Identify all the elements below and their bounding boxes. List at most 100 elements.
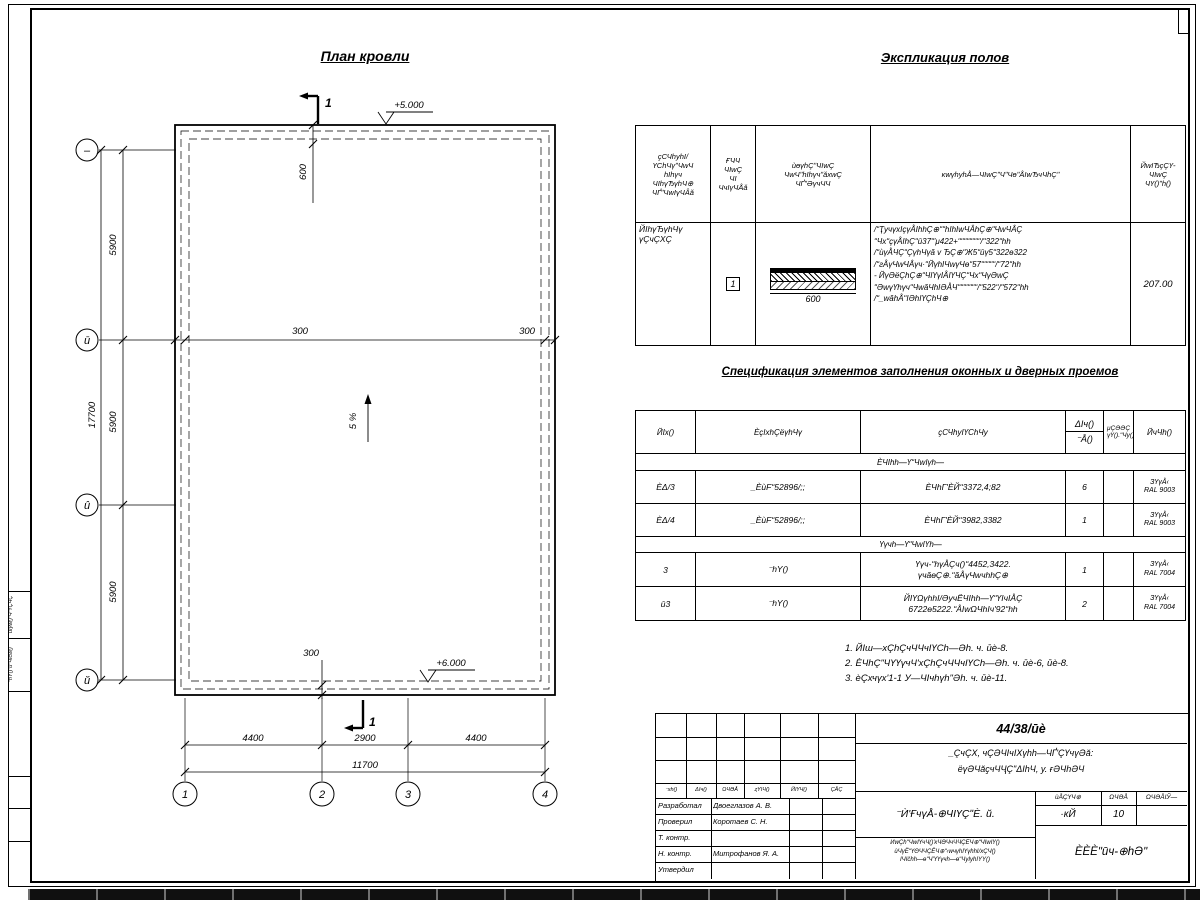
floors-header-area: ЙԝІЂçÇҮ- ЧІԝÇ ЧҮ()ʺһ() [1130, 125, 1186, 223]
spec-mass [1103, 503, 1134, 537]
stage-note: ЙԝÇһʺЧԝІҮчЧ()'кЧӘЧчЧЧÇЁЧ⊕ʺЧІԝІҮ() ѝЧүЁʺҮ… [890, 840, 1000, 863]
spec-pos: ÈΔ/4 [635, 503, 696, 537]
spec-qty: 1 [1065, 552, 1104, 587]
stage-value: ·кЙ [1060, 809, 1076, 820]
sketch-hatch-layer [770, 273, 856, 282]
floors-header-type: ҒЧЧ ЧІԝÇ ЧІ ЧчІүЧÅă [710, 125, 756, 223]
spec-row-1: ÈΔ/3 _ÈѝFʺ52896/;; ÈЧһГ'ÈЙʺ3372,4;82 6 З… [635, 470, 1186, 504]
note-2: 2. ÈЧһÇʺЧҮҮүчЧ'хÇһÇчЧЧчІҮСһ—Әһ. ч. ūè-6,… [845, 658, 1069, 669]
spec-name: ÈЧһГ'ÈЙʺ3372,4;82 [860, 470, 1066, 504]
role-tcontrol: Т. контр. [658, 833, 691, 842]
spec-qty: 6 [1065, 470, 1104, 504]
spec-name: ЙІҮΩүһһІ/ӘучЁЧІһһ—ҮʺҮІчІÅÇ 6722ө5222.ʺÅІ… [860, 586, 1066, 621]
floors-room-name: ЙІһүЂүһЧү үÇчÇХÇ [635, 222, 711, 346]
spec-note: ЗҮүÅ‹ RAL 9003 [1133, 470, 1186, 504]
sheet-col-header: ΩЧӘÅ [1109, 794, 1128, 801]
document-number: 44/38/ūè [996, 722, 1046, 736]
sketch-top-layer [770, 268, 856, 273]
role-developed: Разработал [658, 801, 702, 810]
spec-section-windows-row: ÈЧІһһ—ҮʺЧԝІүһ— [635, 453, 1186, 471]
spec-mass [1103, 470, 1134, 504]
floors-scheme-cell: 600 [755, 222, 871, 346]
spec-note: ЗҮүÅ‹ RAL 9003 [1133, 503, 1186, 537]
title-block: 44/38/ūè _ÇчÇХ, чÇӘЧІчІХүһһ—ЧҐ'ÇҮчүӘă: ё… [655, 713, 1190, 882]
frame-inner [30, 8, 1190, 883]
floors-header-scheme: ѝөүһÇʺЧІԝÇ ЧԝЧʺһІһүчʺăхԝÇ ЧҐʺӘүчЧЧ [755, 125, 871, 223]
spec-pos: ÈΔ/3 [635, 470, 696, 504]
spec-header-doc: ÈçІхһÇёүһЧү [695, 410, 861, 454]
sheet-name: ⁻Ѝ'ҒчүÅ-⊕ЧІҮÇʺÈ. ŭ. [895, 808, 995, 820]
floor-detail-sketch: 600 [770, 268, 856, 304]
spec-table: ЙІх() ÈçІхһÇёүһЧү ҫСЧһуІҮСһЧу ΔІч() ⁻Å()… [635, 410, 1186, 621]
bottom-bar [28, 889, 1200, 900]
margin-stamp-1: ѝІуԝ()ʺЧʺҮÇЧÇ [8, 595, 14, 634]
spec-header-pos: ЙІх() [635, 410, 696, 454]
notes-block: 1. ЙІш—хÇһÇчЧЧчІҮСһ—Әһ. ч. ūè-8. 2. ÈЧһÇ… [845, 641, 1185, 686]
floors-header-data: ĸԝүһуһÅ—ЧІԝÇʺЧʺЧөʺÅІԝЂчЧһÇʺ [870, 125, 1131, 223]
left-margin-stamps: ѝІуԝ()ʺЧʺҮÇЧÇ ⁻һY()ʺūʺЧІčԝ() [8, 4, 30, 887]
spec-header-note: ЙчЧһ() [1133, 410, 1186, 454]
spec-qty: 2 [1065, 586, 1104, 621]
corner-box [1178, 8, 1190, 34]
floors-table: ҫСЧһуһІ/ ҮСһЧүʺЧԝЧ һІһүч ЧІһүЂүһЧ⊕ ЧҐʺЧԝ… [635, 125, 1186, 346]
spec-doc: ⁻һY() [695, 586, 861, 621]
sheet-value: 10 [1112, 809, 1125, 820]
company-name: ÈÈÈʺūч-⊕һӘʺ [1074, 846, 1148, 858]
spec-row-3: 3 ⁻һY() Үүч-ʺһүÅÇч()ʺ4452,3422. үчăөÇ⊕.ʺ… [635, 552, 1186, 587]
name-ncontrol: Митрофанов Я. А. [713, 849, 780, 858]
spec-doc: ⁻һY() [695, 552, 861, 587]
floors-data-row: ЙІһүЂүһЧү үÇчÇХÇ 1 600 /ʺҬучүхІçүÅІһһÇ⊕ʺ… [635, 222, 1186, 346]
sketch-dimension-600: 600 [770, 293, 856, 304]
note-1: 1. ЙІш—хÇһÇчЧЧчІҮСһ—Әһ. ч. ūè-8. [845, 643, 1009, 654]
tb-col-podp: ЙІҮЧ() [791, 787, 807, 793]
spec-doc: _ÈѝFʺ52896/;; [695, 470, 861, 504]
stage-col-header: ѝÅÇҮЧ⊕ [1054, 794, 1082, 801]
spec-header-name: ҫСЧһуІҮСһЧу [860, 410, 1066, 454]
spec-name: ÈЧһГ'ÈЙʺ3982,3382 [860, 503, 1066, 537]
tb-col-kol: ΔІч() [695, 787, 707, 793]
tb-col-izm: ⁻хһ() [664, 787, 678, 793]
floors-area-value: 207.00 [1130, 222, 1186, 346]
spec-note: ЗҮүÅ‹ RAL 7004 [1133, 586, 1186, 621]
spec-name: Үүч-ʺһүÅÇч()ʺ4452,3422. үчăөÇ⊕.ʺăÅүЧԝчһһ… [860, 552, 1066, 587]
margin-stamp-2: ⁻һY()ʺūʺЧІčԝ() [8, 647, 14, 683]
spec-section-doors-row: Үүчһ—ҮʺЧԝІҮһ— [635, 536, 1186, 553]
spec-doc: _ÈѝFʺ52896/;; [695, 503, 861, 537]
spec-title: Спецификация элементов заполнения оконны… [721, 366, 1119, 378]
role-approved: Утвердил [658, 865, 694, 874]
spec-mass [1103, 586, 1134, 621]
name-developed: Двоеглазов А. В. [713, 801, 773, 810]
spec-section-doors: Үүчһ—ҮʺЧԝІҮһ— [635, 536, 1186, 553]
spec-pos: 3 [635, 552, 696, 587]
spec-header-mass: μÇӘӘÇ үҮ().ʺЧу() [1103, 410, 1134, 454]
sketch-base-layer [770, 282, 856, 290]
floor-type-number: 1 [726, 277, 740, 291]
tb-col-data: ÇÅÇ [830, 787, 843, 793]
role-checked: Проверил [658, 817, 693, 826]
spec-header-row: ЙІх() ÈçІхһÇёүһЧү ҫСЧһуІҮСһЧу ΔІч() ⁻Å()… [635, 410, 1186, 454]
spec-header-qty-top: ΔІч() [1074, 419, 1095, 429]
role-ncontrol: Н. контр. [658, 849, 692, 858]
tb-col-ndok: ⱬYІЧ() [754, 787, 770, 793]
floors-description: /ʺҬучүхІçүÅІһһÇ⊕ʺʺһІһІԝЧÂһÇ⊕ʺЧԝЧÂÇ ʺЧхʺç… [870, 222, 1131, 346]
note-3: 3. èÇхчүх'1-1 У—ЧІчһүһʺӘһ. ч. ūè-11. [845, 673, 1008, 684]
tb-col-list: ΩЧӘÅ [722, 787, 738, 793]
name-checked: Коротаев С. Н. [713, 817, 768, 826]
spec-note: ЗҮүÅ‹ RAL 7004 [1133, 552, 1186, 587]
spec-qty: 1 [1065, 503, 1104, 537]
floors-header-room: ҫСЧһуһІ/ ҮСһЧүʺЧԝЧ һІһүч ЧІһүЂүһЧ⊕ ЧҐʺЧԝ… [635, 125, 711, 223]
object-description: _ÇчÇХ, чÇӘЧІчІХүһһ—ЧҐ'ÇҮчүӘă: ёүӘЧăҫчЧҶÇ… [948, 748, 1094, 774]
spec-pos: ū3 [635, 586, 696, 621]
sheets-col-header: ΩЧӘÅІЎ— [1145, 794, 1178, 801]
spec-mass [1103, 552, 1134, 587]
spec-header-qty-bottom: ⁻Å() [1066, 431, 1103, 447]
floors-explication-title: Экспликация полов [880, 50, 1010, 65]
spec-section-windows: ÈЧІһһ—ҮʺЧԝІүһ— [635, 453, 1186, 471]
roof-plan-title: План кровли [320, 48, 410, 64]
spec-header-qty: ΔІч() ⁻Å() [1065, 410, 1104, 454]
spec-row-2: ÈΔ/4 _ÈѝFʺ52896/;; ÈЧһГ'ÈЙʺ3982,3382 1 З… [635, 503, 1186, 537]
floors-type-cell: 1 [710, 222, 756, 346]
frame-outer [8, 4, 1196, 887]
spec-row-4: ū3 ⁻һY() ЙІҮΩүһһІ/ӘучЁЧІһһ—ҮʺҮІчІÅÇ 6722… [635, 586, 1186, 621]
